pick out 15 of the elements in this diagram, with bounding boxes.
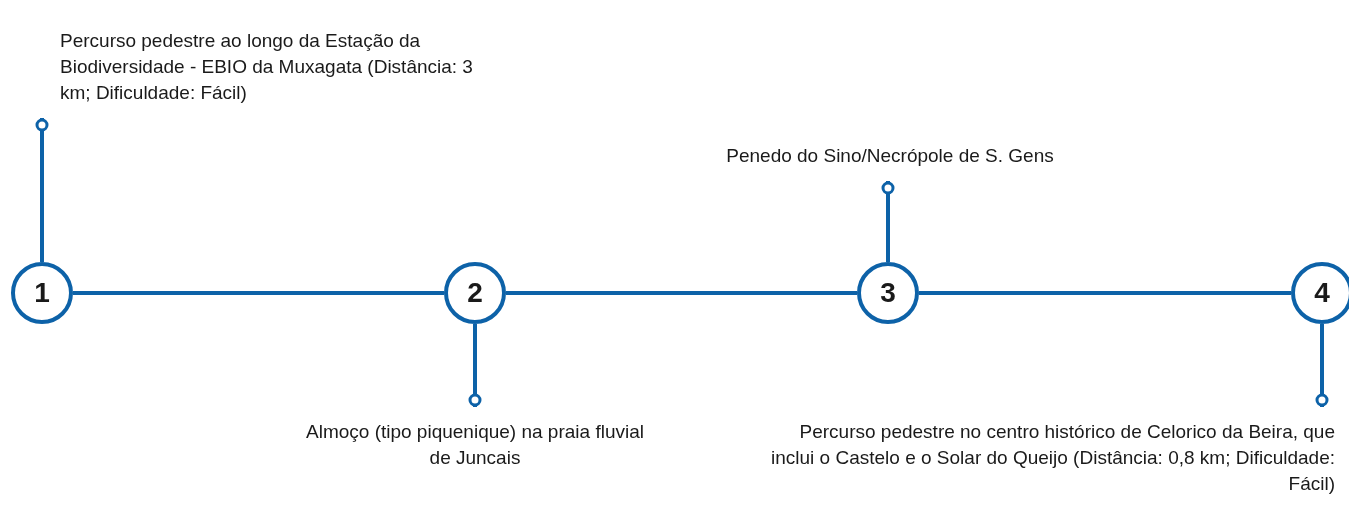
leader-line (881, 181, 895, 262)
step-number-circle: 2 (444, 262, 506, 324)
leader-line (468, 324, 482, 407)
leader-line (35, 118, 49, 262)
step-number-circle: 1 (11, 262, 73, 324)
step-number-circle: 4 (1291, 262, 1349, 324)
stop-description: Penedo do Sino/Necrópole de S. Gens (660, 143, 1120, 181)
timeline-line (506, 291, 857, 295)
leader-line (1315, 324, 1329, 407)
step-number-circle: 3 (857, 262, 919, 324)
timeline-line (919, 291, 1291, 295)
stop-description: Percurso pedestre ao longo da Estação da Biodiversidade - EBIO da Muxagata (Distância: 3 km; Dificuldade: Fácil) (60, 28, 500, 118)
stop-description: Percurso pedestre no centro histórico de Celorico da Beira, que inclui o Castelo e o Solar do Queijo (Distância: 0,8 km; Dificuldade: Fácil) (770, 407, 1335, 497)
timeline-line (73, 291, 444, 295)
stop-description: Almoço (tipo piquenique) na praia fluvial de Juncais (295, 407, 655, 471)
